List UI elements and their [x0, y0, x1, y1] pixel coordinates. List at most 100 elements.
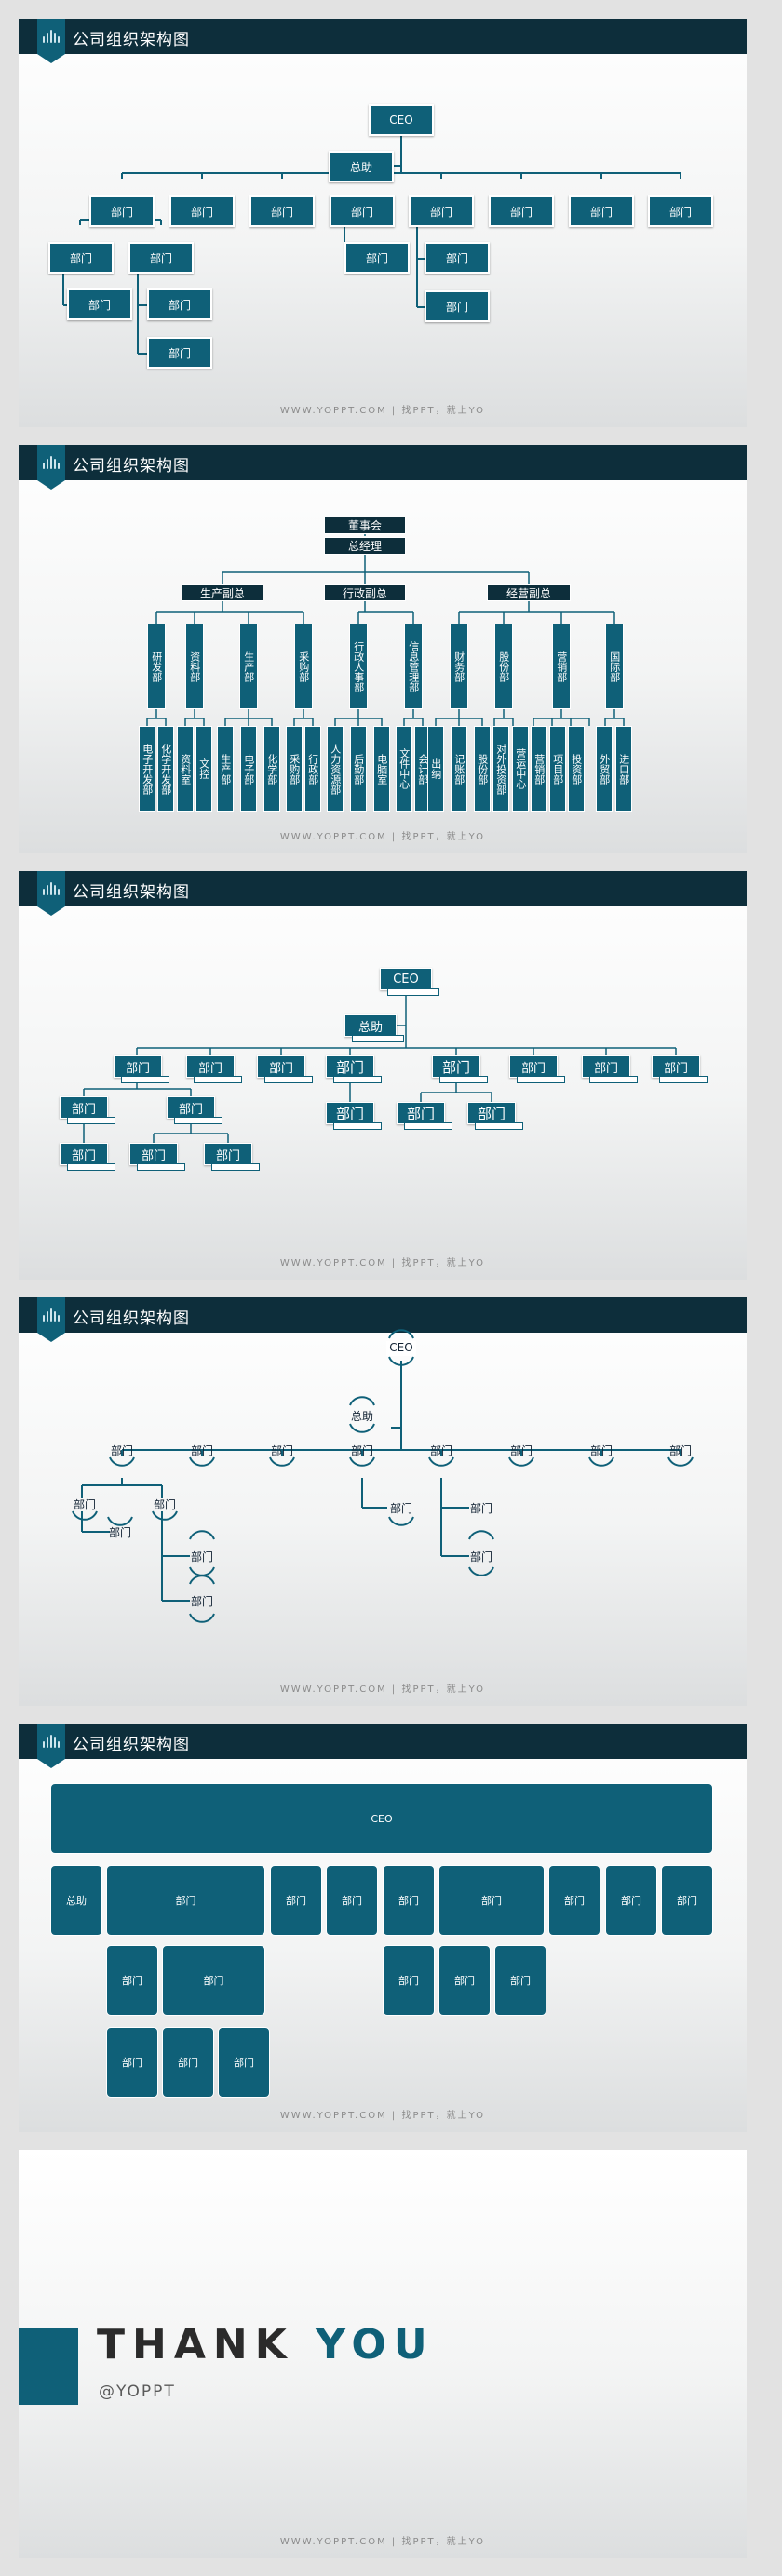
- sub-dept-box: 项目部: [549, 726, 566, 812]
- dept-box: 部门: [509, 1055, 558, 1078]
- box-tab: [517, 1076, 565, 1083]
- dept-box: 部门: [432, 1055, 480, 1078]
- slide-header: 公司组织架构图: [19, 19, 747, 63]
- sub-dept-box: 出纳: [427, 726, 444, 812]
- dept-block: 部门: [162, 1945, 265, 2016]
- sub-dept-box: 后勤部: [350, 726, 367, 812]
- dept-node: 部门: [429, 1444, 452, 1457]
- ceo-block: CEO: [50, 1783, 713, 1854]
- sub-dept-box: 记账部: [451, 726, 467, 812]
- footer-tagline: 找PPT，就上YO: [401, 832, 486, 842]
- slide-2: 公司组织架构图: [19, 445, 747, 853]
- dept-block: 部门: [438, 1945, 491, 2016]
- dept-box: 股份部: [494, 624, 513, 709]
- box-tab: [264, 1076, 313, 1083]
- dept-box: 信息管理部: [404, 624, 423, 709]
- box-tab: [439, 1076, 488, 1083]
- thank-you-title: THANK YOU: [97, 2321, 435, 2368]
- box-tab: [475, 1122, 523, 1130]
- dept-box: 资料部: [185, 624, 204, 709]
- footer-separator: |: [391, 2111, 398, 2121]
- dept-box: 财务部: [450, 624, 468, 709]
- slide-header: 公司组织架构图: [19, 445, 747, 490]
- footer-separator: |: [391, 1684, 398, 1695]
- dept-node: 部门: [589, 1444, 613, 1457]
- board-box: 董事会: [324, 517, 406, 534]
- sub-dept-box: 化学开发部: [157, 726, 174, 812]
- dept-box: 部门: [147, 288, 212, 320]
- dept-block: 部门: [438, 1865, 545, 1936]
- slide-1: 公司组织架构图 CEO 总助 部门 部门 部门 部门 部门 部门 部门 部门 部…: [19, 19, 747, 427]
- slide-6: THANK YOU @YOPPT WWW.YOPPT.COM | 找PPT，就上…: [19, 2150, 747, 2558]
- footer-separator: |: [391, 832, 398, 842]
- footer: WWW.YOPPT.COM | 找PPT，就上YO: [19, 1681, 747, 1695]
- sub-dept-box: 电子开发部: [139, 726, 155, 812]
- footer-site[interactable]: WWW.YOPPT.COM: [279, 2111, 387, 2121]
- dept-box: 行政人事部: [349, 624, 368, 709]
- sub-dept-box: 外贸部: [596, 726, 613, 812]
- footer: WWW.YOPPT.COM | 找PPT，就上YO: [19, 1254, 747, 1268]
- dept-box: 部门: [167, 1096, 215, 1119]
- footer-site[interactable]: WWW.YOPPT.COM: [279, 2537, 387, 2547]
- dept-box: 研发部: [147, 624, 166, 709]
- connector-lines: [83, 992, 677, 1143]
- sub-dept-box: 营运中心: [512, 726, 529, 812]
- box-tab: [137, 1163, 185, 1171]
- sub-dept-box: 生产部: [217, 726, 234, 812]
- dept-box: 部门: [397, 1102, 445, 1124]
- dept-node: 部门: [270, 1444, 293, 1457]
- header-badge: [37, 871, 65, 916]
- footer-site[interactable]: WWW.YOPPT.COM: [279, 1258, 387, 1268]
- footer-tagline: 找PPT，就上YO: [401, 406, 486, 416]
- box-tab: [194, 1076, 242, 1083]
- handle-text: @YOPPT: [99, 2382, 176, 2401]
- people-icon: [43, 456, 60, 469]
- dept-box: 部门: [129, 1143, 178, 1165]
- box-tab: [174, 1117, 222, 1124]
- dept-box: 采购部: [294, 624, 313, 709]
- dept-box: 部门: [48, 242, 114, 274]
- sub-dept-box: 投资部: [568, 726, 585, 812]
- dept-box: 部门: [648, 195, 713, 227]
- box-tab: [659, 1076, 708, 1083]
- vp-box: 经营副总: [487, 584, 571, 601]
- slide-4: 公司组织架构图: [19, 1297, 747, 1706]
- ceo-box: CEO: [369, 104, 434, 136]
- footer-site[interactable]: WWW.YOPPT.COM: [279, 1684, 387, 1695]
- accent-bar: [19, 2328, 78, 2405]
- sub-dept-box: 文控: [196, 726, 212, 812]
- ceo-box: CEO: [380, 968, 432, 990]
- people-icon: [43, 30, 60, 43]
- dept-box: 部门: [467, 1102, 516, 1124]
- dept-block: 部门: [326, 1865, 378, 1936]
- dept-block: 部门: [162, 2027, 214, 2098]
- dept-box: 部门: [114, 1055, 162, 1078]
- connector-lines: [146, 534, 625, 726]
- slide-header: 公司组织架构图: [19, 1297, 747, 1342]
- vp-box: 生产副总: [182, 584, 263, 601]
- dept-block: 部门: [383, 1945, 435, 2016]
- dept-box: 部门: [326, 1102, 374, 1124]
- slide-header: 公司组织架构图: [19, 871, 747, 916]
- sub-dept-box: 对外投资部: [492, 726, 509, 812]
- box-tab: [67, 1163, 115, 1171]
- dept-box: 部门: [409, 195, 474, 227]
- sub-dept-box: 资料室: [177, 726, 194, 812]
- dept-box: 部门: [425, 242, 490, 274]
- header-badge: [37, 445, 65, 490]
- sub-dept-box: 化学部: [263, 726, 280, 812]
- dept-node: 部门: [469, 1502, 492, 1515]
- dept-box: 部门: [257, 1055, 305, 1078]
- sub-dept-box: 人力资源部: [327, 726, 344, 812]
- dept-box: 部门: [67, 288, 132, 320]
- people-icon: [43, 1308, 60, 1322]
- header-badge: [37, 19, 65, 63]
- footer-separator: |: [391, 1258, 398, 1268]
- dept-box: 部门: [489, 195, 554, 227]
- dept-block: 部门: [106, 1945, 158, 2016]
- dept-box: 部门: [169, 195, 235, 227]
- slide-title: 公司组织架构图: [73, 883, 190, 902]
- footer-site[interactable]: WWW.YOPPT.COM: [279, 832, 387, 842]
- footer-site[interactable]: WWW.YOPPT.COM: [279, 406, 387, 416]
- dept-node: 部门: [350, 1444, 373, 1457]
